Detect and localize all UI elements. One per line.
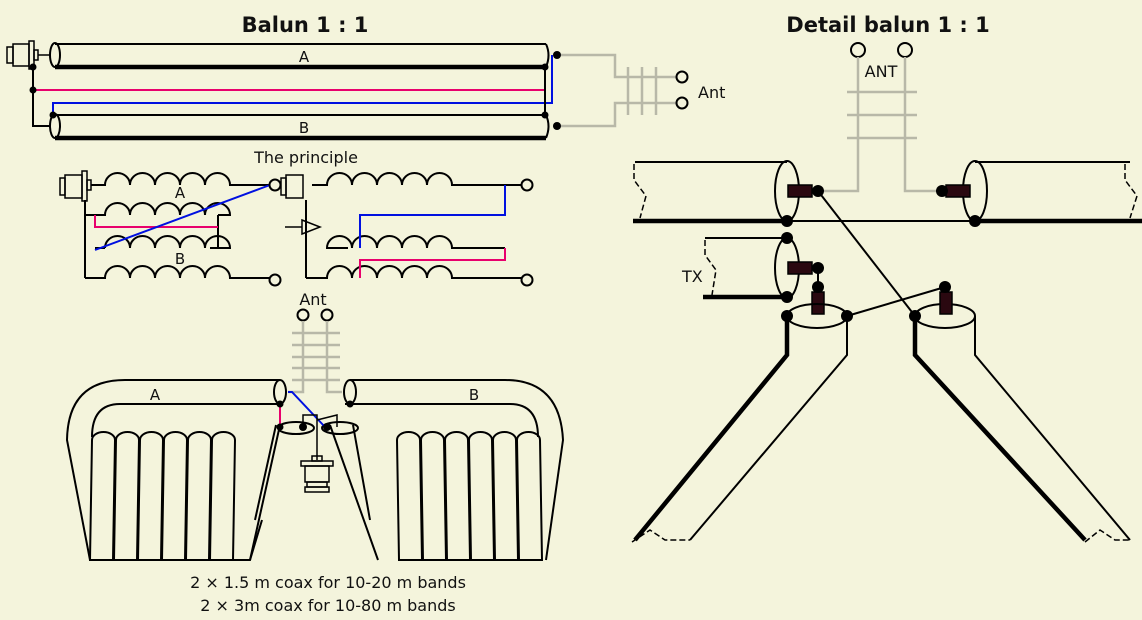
principle-left: A B bbox=[59, 170, 282, 287]
coiled-ant-label: Ant bbox=[299, 290, 326, 309]
left-title: Balun 1 : 1 bbox=[242, 13, 369, 37]
coax-b-label: B bbox=[299, 119, 309, 137]
coil-b-label: B bbox=[175, 250, 185, 268]
coil-mid bbox=[325, 235, 505, 249]
tx-label: TX bbox=[681, 267, 703, 286]
ant-label: Ant bbox=[698, 83, 725, 102]
coil-a-label: A bbox=[175, 184, 186, 202]
coil-bottom bbox=[306, 265, 522, 279]
coax-turn bbox=[419, 431, 448, 561]
coax-turn bbox=[491, 431, 520, 561]
coax-turn bbox=[467, 431, 496, 561]
coax-turn bbox=[112, 431, 141, 561]
blue-wire bbox=[52, 55, 553, 115]
caption-line-2: 2 × 3m coax for 10-80 m bands bbox=[200, 596, 455, 615]
coil-a-top bbox=[91, 172, 270, 186]
coax-turn bbox=[208, 431, 237, 561]
bnc-connector-icon bbox=[6, 40, 50, 70]
coax-turn bbox=[160, 431, 189, 561]
coax-a-label: A bbox=[299, 48, 310, 66]
coax-turn bbox=[395, 431, 424, 561]
bnc-connector-icon bbox=[280, 174, 304, 199]
arrow-icon bbox=[285, 218, 323, 236]
coax-a-label: A bbox=[150, 386, 161, 404]
coax-b-label: B bbox=[469, 386, 479, 404]
feedline-ladder bbox=[561, 53, 676, 128]
coax-turn bbox=[184, 431, 213, 561]
ant-terminal-icon bbox=[675, 96, 689, 110]
coax-turn bbox=[88, 431, 117, 561]
coax-b: B bbox=[49, 113, 550, 141]
coil-top bbox=[312, 172, 522, 186]
coax-turn bbox=[443, 431, 472, 561]
coax-turn bbox=[515, 431, 544, 561]
bnc-connector-icon bbox=[300, 414, 338, 493]
right-title: Detail balun 1 : 1 bbox=[786, 13, 989, 37]
detail-balun: ANT TX bbox=[631, 42, 1142, 543]
top-balun: A B Ant bbox=[6, 40, 725, 141]
bnc-connector-icon bbox=[59, 170, 92, 202]
ant-terminal-icon bbox=[675, 70, 689, 84]
caption-line-1: 2 × 1.5 m coax for 10-20 m bands bbox=[190, 573, 466, 592]
principle-title: The principle bbox=[253, 148, 358, 167]
shield-wire bbox=[32, 67, 50, 127]
coax-a: A bbox=[49, 42, 550, 70]
principle-right bbox=[280, 172, 534, 287]
coax-turn bbox=[136, 431, 165, 561]
coil-b-bottom bbox=[85, 265, 270, 279]
coiled-balun: Ant bbox=[65, 290, 565, 615]
detail-ant-label: ANT bbox=[865, 62, 898, 81]
coil-b-top bbox=[104, 235, 232, 249]
